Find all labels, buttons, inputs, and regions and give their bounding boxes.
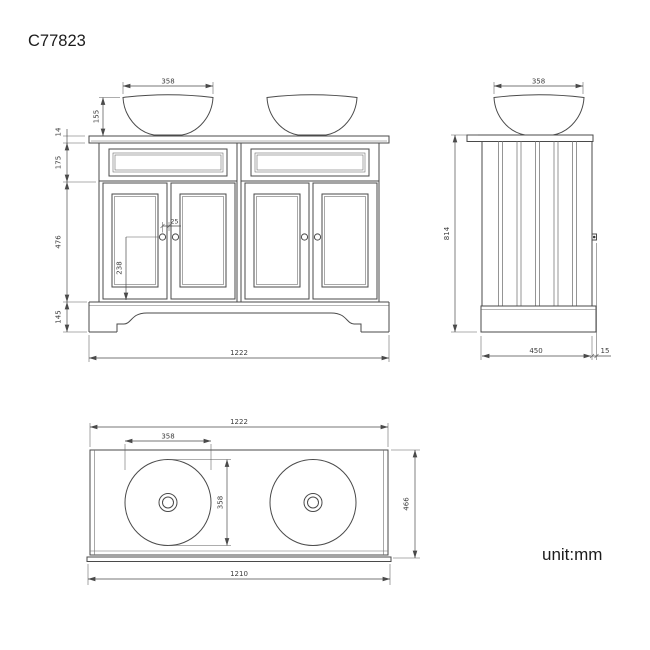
side-knob <box>591 233 597 241</box>
door-knob <box>158 233 167 241</box>
dim-front-drawer-height: 175 <box>55 156 63 169</box>
side-dimensions: 358 814 450 15 <box>443 78 611 360</box>
front-dimensions: 358 155 14 175 476 145 25 <box>55 78 390 362</box>
plan-front-edge <box>86 556 392 562</box>
side-basin <box>493 94 585 136</box>
dim-plan-depth: 466 <box>403 497 411 511</box>
drawing-number: C77823 <box>28 32 86 50</box>
front-basin-left <box>122 94 214 136</box>
dim-front-basin-width: 358 <box>161 78 174 86</box>
dim-front-overall-width: 1222 <box>230 349 248 357</box>
front-doors <box>102 182 378 300</box>
side-countertop <box>466 134 594 142</box>
dim-side-knob-projection: 15 <box>601 347 610 355</box>
dim-front-knob-offset: 25 <box>170 219 178 226</box>
front-countertop <box>88 135 390 144</box>
dim-side-overall-height: 814 <box>443 226 451 240</box>
unit-label: unit:mm <box>542 545 602 564</box>
plan-dimensions: 1222 358 358 466 1210 <box>87 418 420 585</box>
dim-front-door-height: 476 <box>55 235 63 249</box>
dim-side-basin-width: 358 <box>532 78 545 86</box>
plan-basin-left <box>124 459 212 546</box>
side-panel-grooves <box>498 141 577 306</box>
front-drawer-left <box>108 148 228 177</box>
dim-front-countertop-thickness: 14 <box>55 127 63 136</box>
dim-plan-countertop-width: 1222 <box>230 418 248 426</box>
front-drawer-right <box>250 148 370 177</box>
front-plinth <box>88 301 390 333</box>
dim-side-depth: 450 <box>529 347 542 355</box>
dim-front-basin-height: 155 <box>93 110 101 123</box>
dim-plan-basin-dia-x: 358 <box>161 433 174 441</box>
plan-basin-right <box>269 459 357 546</box>
plan-view: 1222 358 358 466 1210 <box>86 418 420 585</box>
plan-countertop <box>89 449 389 556</box>
front-door-knobs <box>158 233 322 241</box>
door-knob <box>171 233 180 241</box>
dim-front-plinth-height: 145 <box>55 310 63 323</box>
front-cabinet-body <box>98 142 380 303</box>
dim-plan-cabinet-width: 1210 <box>230 570 248 578</box>
dim-front-knob-height: 238 <box>116 261 124 274</box>
door-knob <box>313 233 322 241</box>
dim-plan-basin-dia-y: 358 <box>217 496 225 509</box>
front-basin-right <box>266 94 358 136</box>
front-view: 358 155 14 175 476 145 25 <box>55 78 390 362</box>
side-plinth <box>480 305 597 333</box>
side-view: 358 814 450 15 <box>443 78 611 360</box>
door-knob <box>300 233 309 241</box>
